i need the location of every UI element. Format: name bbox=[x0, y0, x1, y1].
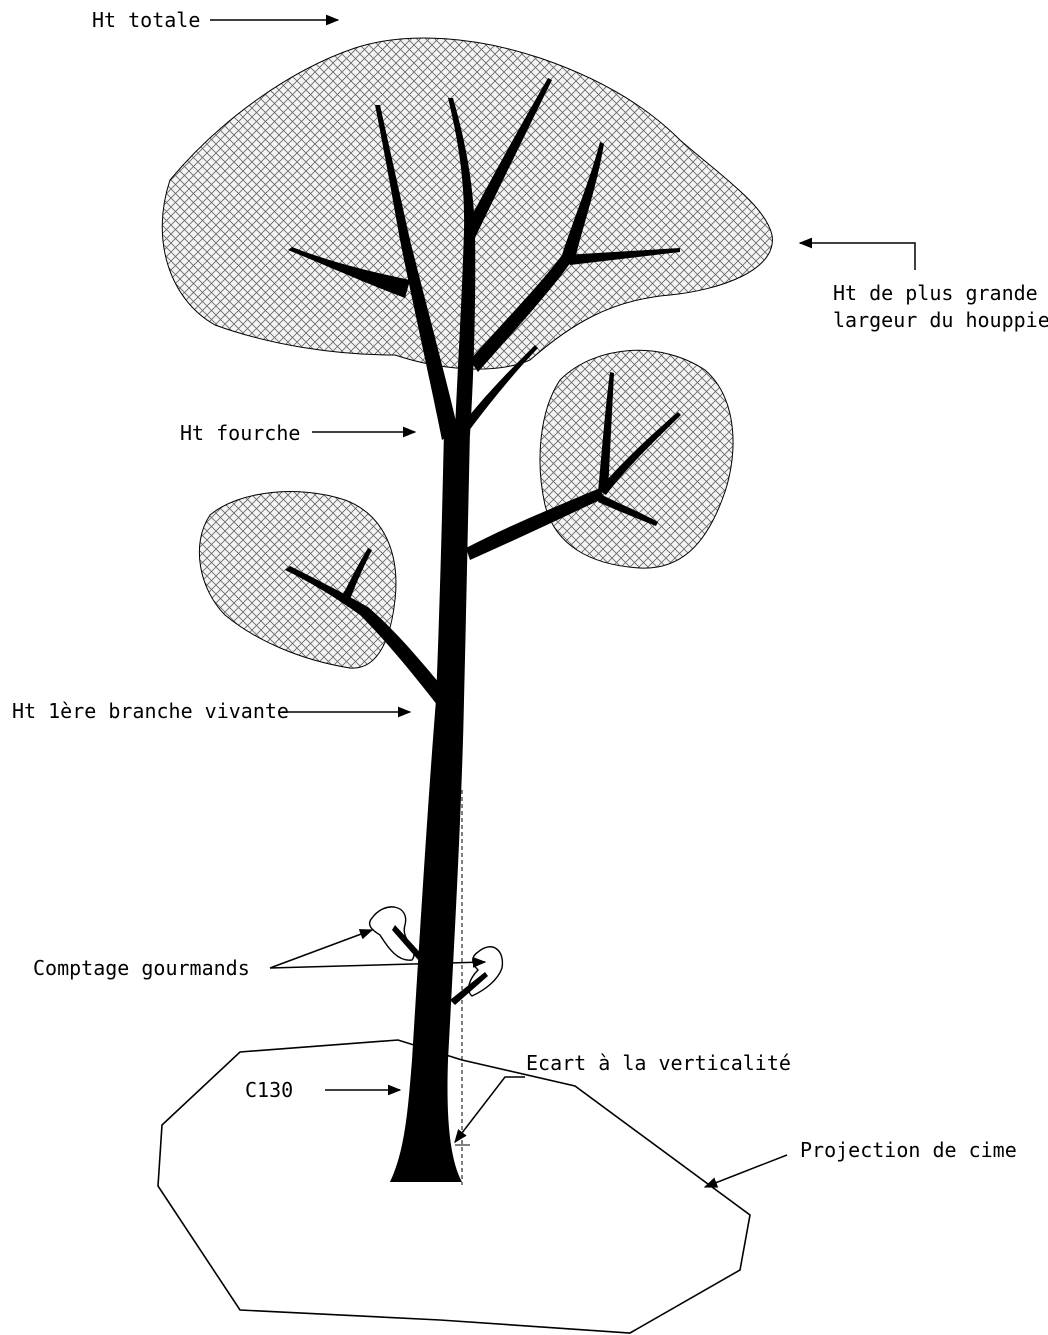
label-ht-plus-grande-line2: largeur du houppier bbox=[833, 308, 1048, 332]
left-crown-foliage bbox=[199, 492, 396, 669]
label-ecart-verticalite: Ecart à la verticalité bbox=[526, 1051, 791, 1075]
label-ht-premiere-branche: Ht 1ère branche vivante bbox=[12, 699, 289, 723]
epicormic-shoot-left bbox=[370, 907, 414, 960]
arrow-gourmand-upper bbox=[270, 930, 372, 968]
epicormic-shoot-right bbox=[469, 947, 503, 996]
tree-trunk bbox=[390, 430, 470, 1182]
label-comptage-gourmands: Comptage gourmands bbox=[33, 956, 250, 980]
label-ht-fourche: Ht fourche bbox=[180, 421, 300, 445]
label-c130: C130 bbox=[245, 1078, 293, 1102]
arrow-ecart-verticalite bbox=[455, 1077, 525, 1142]
arrow-projection-cime bbox=[705, 1155, 787, 1187]
arrow-ht-plus-grande-largeur bbox=[800, 243, 915, 270]
label-ht-plus-grande-line1: Ht de plus grande bbox=[833, 281, 1038, 305]
label-ht-totale: Ht totale bbox=[92, 8, 200, 32]
label-projection-cime: Projection de cime bbox=[800, 1138, 1017, 1162]
